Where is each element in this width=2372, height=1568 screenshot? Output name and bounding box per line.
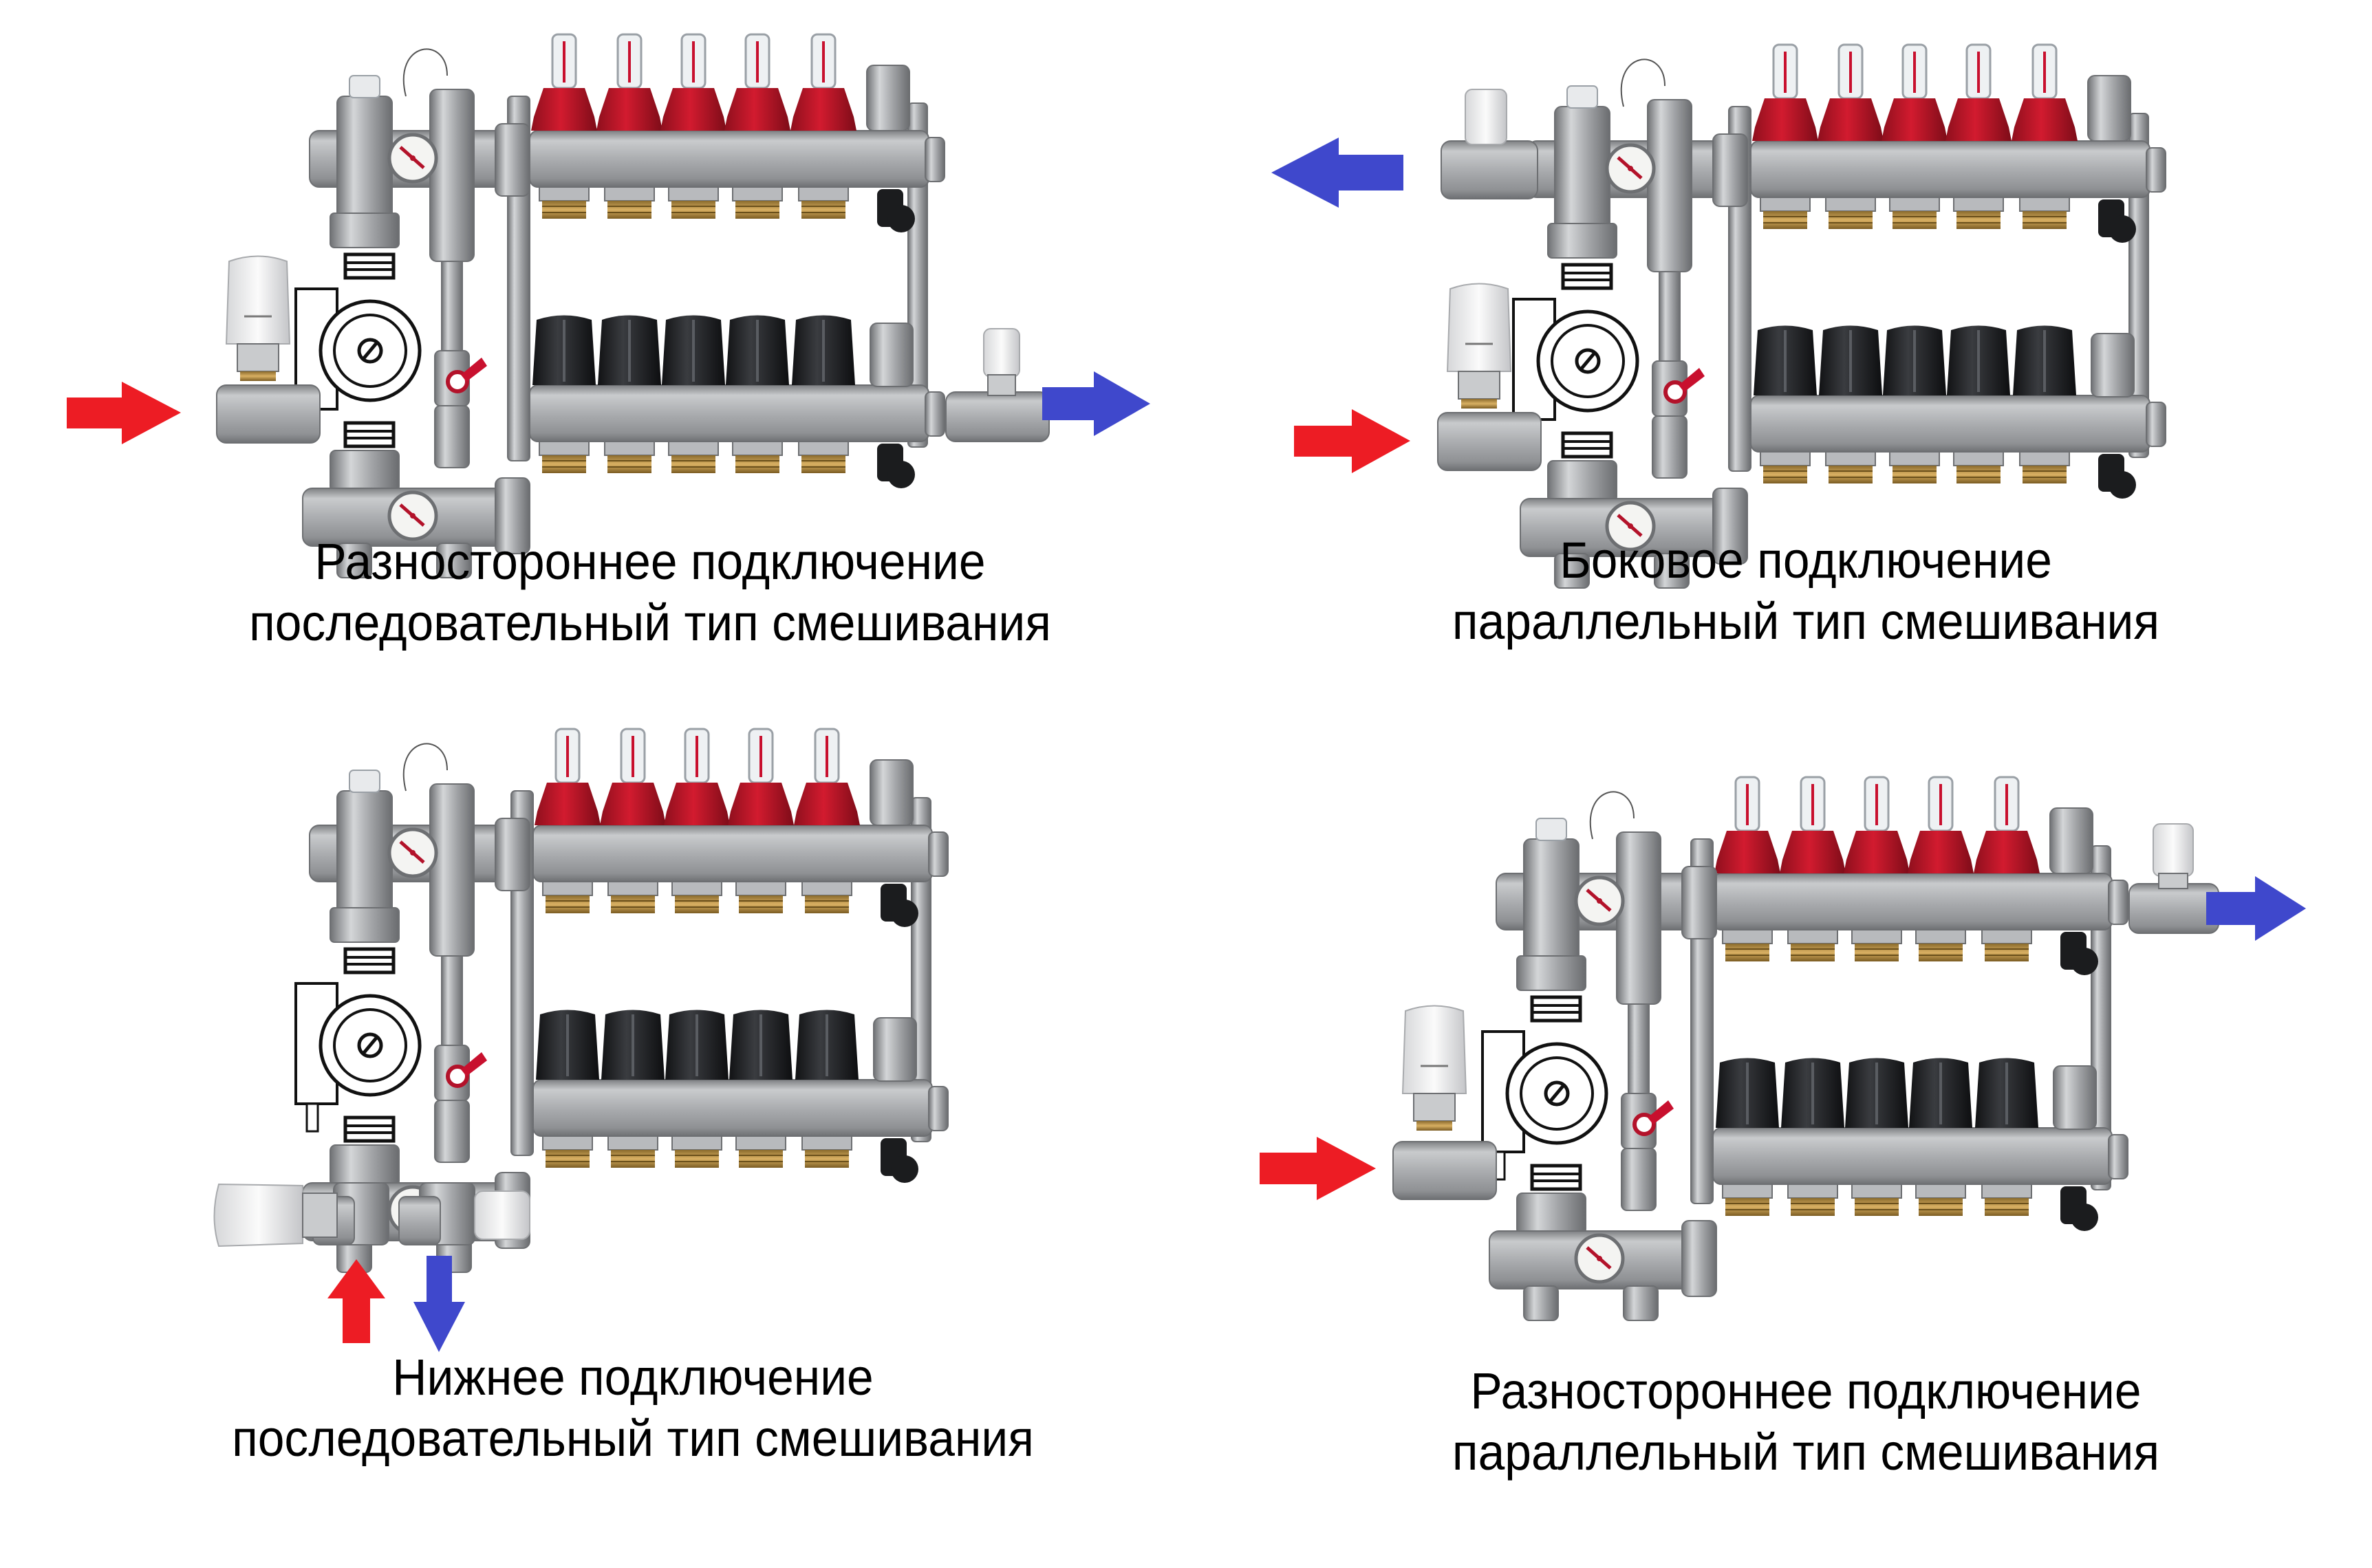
caption-top-left: Разностороннее подключение последователь…	[124, 531, 1176, 653]
hot-inlet-arrow-icon	[1260, 1137, 1376, 1200]
inlet-fitting	[1437, 412, 1542, 471]
scheme-top-left	[67, 34, 1150, 578]
inlet-fitting	[1392, 1141, 1497, 1200]
mixing-unit	[1513, 59, 1747, 588]
thermostatic-head	[1446, 283, 1512, 410]
shutoff-valve-cap	[474, 1190, 530, 1240]
hot-inlet-arrow-icon	[327, 1259, 385, 1343]
caption-line-mixing-type: последовательный тип смешивания	[232, 1410, 1034, 1467]
hot-inlet-arrow-icon	[67, 382, 181, 444]
cold-outlet-arrow-icon	[413, 1256, 465, 1352]
manifold-collector	[1729, 45, 2166, 499]
mixing-unit	[296, 49, 530, 578]
outlet-fitting	[1441, 140, 1538, 199]
caption-line-connection: Разностороннее подключение	[314, 533, 986, 590]
caption-line-connection: Нижнее подключение	[392, 1349, 874, 1406]
thermostatic-head	[225, 255, 291, 382]
manifold-collector	[1691, 777, 2128, 1231]
scheme-bottom-left	[213, 729, 949, 1352]
caption-bottom-right: Разностороннее подключение параллельный …	[1293, 1360, 2318, 1483]
shutoff-valve-cap	[2153, 823, 2194, 877]
cold-outlet-arrow-icon	[1271, 138, 1403, 208]
outlet-fitting	[945, 391, 1050, 442]
caption-line-mixing-type: последовательный тип смешивания	[249, 594, 1051, 651]
caption-line-connection: Разностороннее подключение	[1470, 1362, 2142, 1419]
manifold-collector	[511, 729, 948, 1183]
hot-inlet-arrow-icon	[1294, 409, 1410, 473]
mixing-unit	[1482, 792, 1716, 1320]
manifold-collector	[508, 34, 945, 488]
caption-line-connection: Боковое подключение	[1560, 532, 2052, 589]
cold-outlet-arrow-icon	[1042, 371, 1150, 436]
caption-top-right: Боковое подключение параллельный тип сме…	[1293, 530, 2318, 652]
shutoff-valve-cap	[983, 328, 1020, 378]
thermostatic-head	[1401, 1005, 1467, 1132]
caption-line-mixing-type: параллельный тип смешивания	[1452, 593, 2160, 650]
scheme-bottom-right	[1260, 777, 2306, 1320]
scheme-top-right	[1271, 45, 2166, 588]
outlet-fitting	[2128, 883, 2219, 934]
shutoff-valve-cap	[1465, 89, 1507, 145]
inlet-fitting	[216, 384, 321, 444]
caption-bottom-left: Нижнее подключение последовательный тип …	[96, 1347, 1169, 1469]
cold-outlet-arrow-icon	[2206, 876, 2306, 941]
caption-line-mixing-type: параллельный тип смешивания	[1452, 1424, 2160, 1481]
thermostatic-head	[213, 1183, 303, 1248]
